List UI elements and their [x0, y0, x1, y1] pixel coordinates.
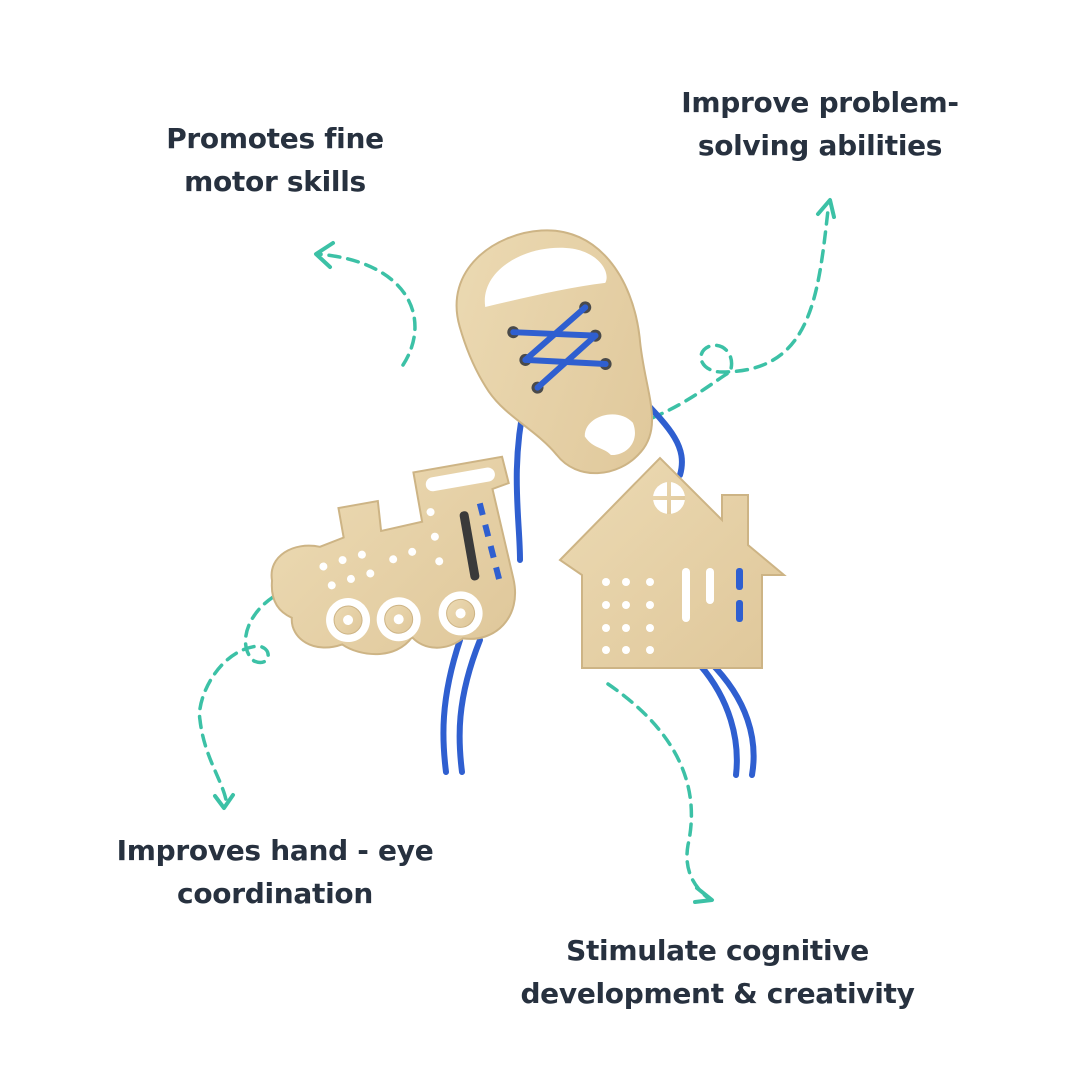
- lace: [440, 637, 463, 775]
- benefit-line: Promotes fine: [166, 122, 384, 155]
- benefit-hand-eye: Improves hand - eye coordination: [90, 829, 460, 915]
- dashed-arrow-path: [606, 682, 710, 900]
- lace: [707, 659, 757, 778]
- benefit-line: development & creativity: [520, 977, 915, 1010]
- benefit-line: motor skills: [184, 165, 366, 198]
- arrowhead-icon: [213, 793, 235, 810]
- benefit-line: Stimulate cognitive: [566, 934, 869, 967]
- lace: [697, 662, 740, 778]
- dashed-arrow-path: [650, 208, 830, 420]
- benefit-fine-motor: Promotes fine motor skills: [140, 117, 410, 203]
- benefit-line: coordination: [177, 877, 373, 910]
- benefit-problem-solving: Improve problem- solving abilities: [650, 81, 990, 167]
- arrowhead-icon: [816, 198, 836, 219]
- arrowhead-icon: [314, 241, 335, 269]
- train-lacing-piece: [270, 455, 516, 656]
- arrowhead-icon: [693, 886, 714, 904]
- benefit-line: Improve problem-: [681, 86, 959, 119]
- benefit-line: Improves hand - eye: [116, 834, 434, 867]
- dashed-arrow-path: [316, 252, 417, 367]
- benefit-line: solving abilities: [697, 129, 943, 162]
- shoe-lacing-piece: [455, 229, 654, 475]
- dashed-arrow-path: [197, 586, 292, 802]
- benefit-cognitive: Stimulate cognitive development & creati…: [495, 929, 940, 1015]
- house-lacing-piece: [558, 456, 787, 669]
- lace: [456, 637, 483, 775]
